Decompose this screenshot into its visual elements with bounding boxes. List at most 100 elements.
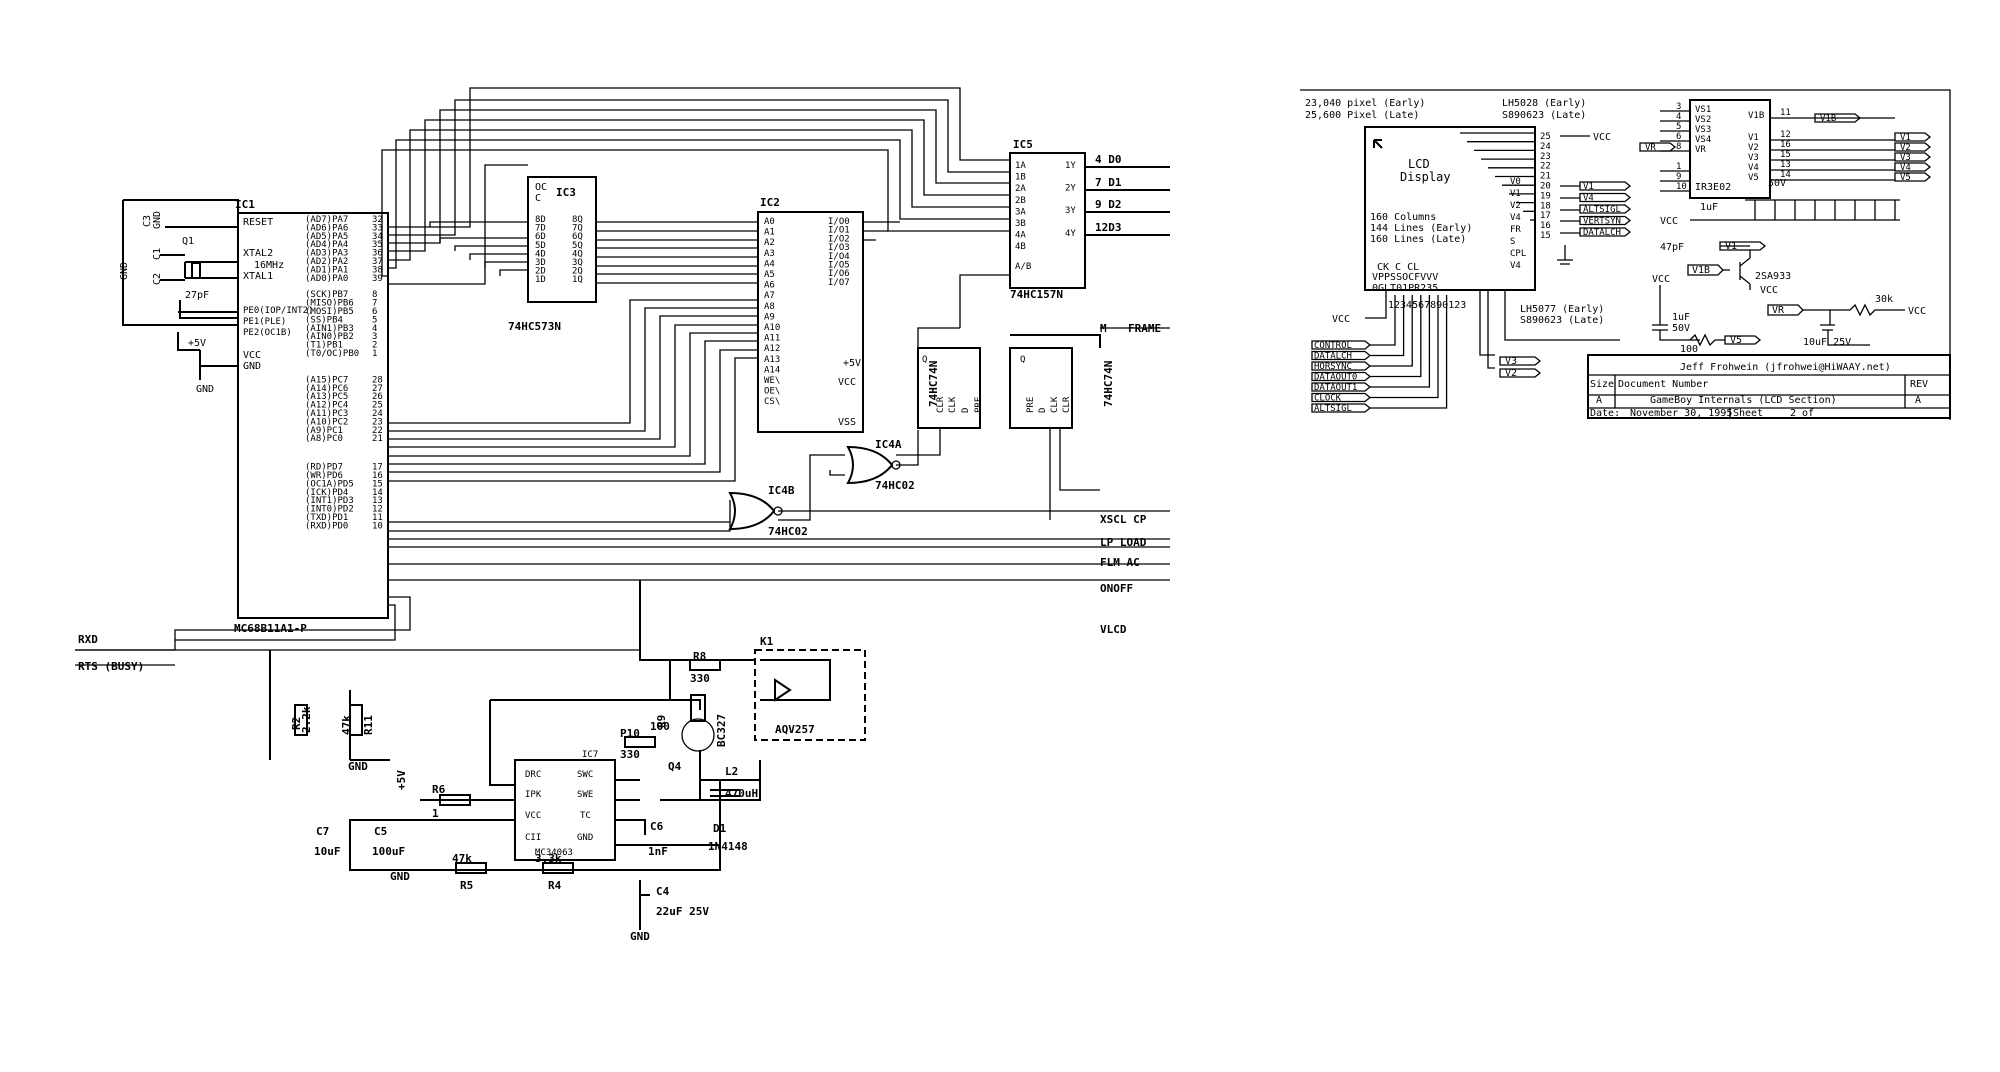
- ic1-pin-number: 39: [372, 274, 383, 284]
- ir3e02-right-pin: V5: [1748, 173, 1759, 183]
- ic3-output-label: 3Q: [572, 258, 583, 268]
- ic3-output-label: 1Q: [572, 275, 583, 285]
- svg-text:GND: GND: [119, 262, 130, 280]
- ic5-left-pin: 2A: [1015, 184, 1026, 194]
- svg-text:BC327: BC327: [715, 714, 728, 747]
- ir3e02-right-pin: V1: [1748, 133, 1759, 143]
- svg-text:LH5077 (Early): LH5077 (Early): [1520, 304, 1604, 315]
- svg-text:R8: R8: [693, 650, 706, 663]
- svg-text:74HC02: 74HC02: [768, 525, 808, 538]
- svg-text:CLK: CLK: [1050, 396, 1060, 413]
- svg-text:A: A: [1915, 395, 1921, 406]
- ic5-left-pin: 1A: [1015, 161, 1026, 171]
- svg-text:RESET: RESET: [243, 217, 273, 228]
- svg-text:47pF: 47pF: [1660, 242, 1684, 253]
- svg-text:CLR: CLR: [936, 396, 946, 413]
- lcd-pin-number: 23: [1540, 152, 1551, 162]
- ic3-input-label: 5D: [535, 241, 546, 251]
- svg-text:GND: GND: [243, 361, 261, 372]
- ic1-microcontroller: IC1 MC68B11A1-P RESET XTAL2 16MHz XTAL1 …: [234, 198, 389, 635]
- svg-text:C4: C4: [656, 885, 670, 898]
- ic5-right-pin: 1Y: [1065, 161, 1076, 171]
- svg-text:3.3k: 3.3k: [535, 852, 562, 865]
- svg-text:V3: V3: [1505, 356, 1517, 367]
- ic2-left-pin: WE\: [764, 376, 780, 386]
- lcd-output-tag: V4: [1583, 194, 1594, 204]
- ir3e02-left-pin-num: 1: [1676, 162, 1681, 172]
- pixel-info-late: 25,600 Pixel (Late): [1305, 110, 1419, 121]
- ic1-pin-number: 22: [372, 426, 383, 436]
- ir3e02-left-pin-num: 10: [1676, 182, 1687, 192]
- ic1-pin-number: 16: [372, 471, 383, 481]
- lcd-pin-number: 19: [1540, 191, 1551, 201]
- ic3-ref: IC3: [556, 186, 576, 199]
- ic1-pin-label: (AD1)PA1: [305, 265, 348, 275]
- ic1-pin-label: (WR)PD6: [305, 471, 343, 481]
- svg-text:50V: 50V: [1768, 178, 1786, 189]
- svg-text:R2: R2: [290, 717, 303, 730]
- svg-text:100: 100: [1680, 344, 1698, 355]
- svg-text:TC: TC: [580, 811, 591, 821]
- ic1-pin-label: (A11)PC3: [305, 409, 348, 419]
- ic1-pin-number: 32: [372, 215, 383, 225]
- title-date: November 30, 1995: [1630, 408, 1732, 419]
- svg-text:R11: R11: [362, 715, 375, 735]
- svg-text:CK C CL: CK C CL: [1377, 262, 1419, 273]
- svg-text:L2: L2: [725, 765, 738, 778]
- svg-text:+5V: +5V: [395, 770, 408, 790]
- ic1-pin-number: 5: [372, 315, 377, 325]
- svg-text:10uF: 10uF: [314, 845, 341, 858]
- lcd-output-tag: ALTSIGL: [1583, 205, 1621, 215]
- ic1-pin-label: (AD6)PA6: [305, 223, 348, 233]
- svg-text:LH5028 (Early): LH5028 (Early): [1502, 98, 1586, 109]
- ic1-pin-number: 17: [372, 463, 383, 473]
- svg-text:VR: VR: [1772, 305, 1785, 316]
- ic3-input-label: 4D: [535, 249, 546, 259]
- ic2-left-pin: A13: [764, 355, 780, 365]
- svg-text:CII: CII: [525, 833, 541, 843]
- signal-tag-label: DATAOUT1: [1314, 383, 1357, 393]
- ic2-left-pin: A0: [764, 217, 775, 227]
- ic2-left-pin: A4: [764, 259, 775, 269]
- svg-text:VCC: VCC: [1660, 216, 1678, 227]
- vr-tag: VR: [1645, 143, 1656, 153]
- ic1-pin-label: (A10)PC2: [305, 417, 348, 427]
- v3-tag: V3: [1499, 356, 1542, 367]
- flip-flop-1: Q CLR CLK D PRE 74HC74N: [917, 347, 984, 429]
- ic1-pin-number: 36: [372, 249, 383, 259]
- ic2-right-pin: I/O6: [828, 269, 850, 279]
- lcd-pin-label: V4: [1510, 261, 1521, 271]
- ic1-pin-label: (INT0)PD2: [305, 505, 354, 515]
- svg-text:R9: R9: [655, 715, 668, 728]
- nor-gate-ic4b: IC4B 74HC02: [728, 484, 808, 538]
- ic1-pin-label: (AIN1)PB3: [305, 324, 354, 334]
- signal-vlcd: VLCD: [1100, 623, 1127, 636]
- svg-text:VSS: VSS: [838, 417, 856, 428]
- lcd-pin-label: V2: [1510, 201, 1521, 211]
- svg-text:160 Columns: 160 Columns: [1370, 212, 1436, 223]
- port-rts: RTS (BUSY): [78, 660, 144, 673]
- ic1-pin-label: (A15)PC7: [305, 375, 348, 385]
- lcd-pin-number: 16: [1540, 221, 1551, 231]
- lcd-pin-number: 25: [1540, 132, 1551, 142]
- ir3e02-output-tag: V3: [1900, 153, 1911, 163]
- svg-text:C2: C2: [152, 273, 163, 285]
- ic3-part: 74HC573N: [508, 320, 561, 333]
- ir3e02-left-pin: VS3: [1695, 125, 1711, 135]
- ic1-pin-label: (RXD)PD0: [305, 521, 348, 531]
- ir3e02-output-tag: V2: [1900, 143, 1911, 153]
- ic1-pin-number: 34: [372, 232, 383, 242]
- ic2-left-pin: A8: [764, 302, 775, 312]
- ic2-left-pin: A1: [764, 228, 775, 238]
- ir3e02-right-pin-num: 11: [1780, 108, 1791, 118]
- svg-text:D: D: [1038, 408, 1048, 413]
- signal-flm: FLM AC: [1100, 556, 1140, 569]
- lcd-bottom-wires: [1370, 295, 1448, 409]
- ic2-left-pin: A11: [764, 334, 780, 344]
- svg-text:DRC: DRC: [525, 770, 541, 780]
- ic5-part: 74HC157N: [1010, 288, 1063, 301]
- lcd-pin-number: 15: [1540, 231, 1551, 241]
- ic3-input-label: 7D: [535, 224, 546, 234]
